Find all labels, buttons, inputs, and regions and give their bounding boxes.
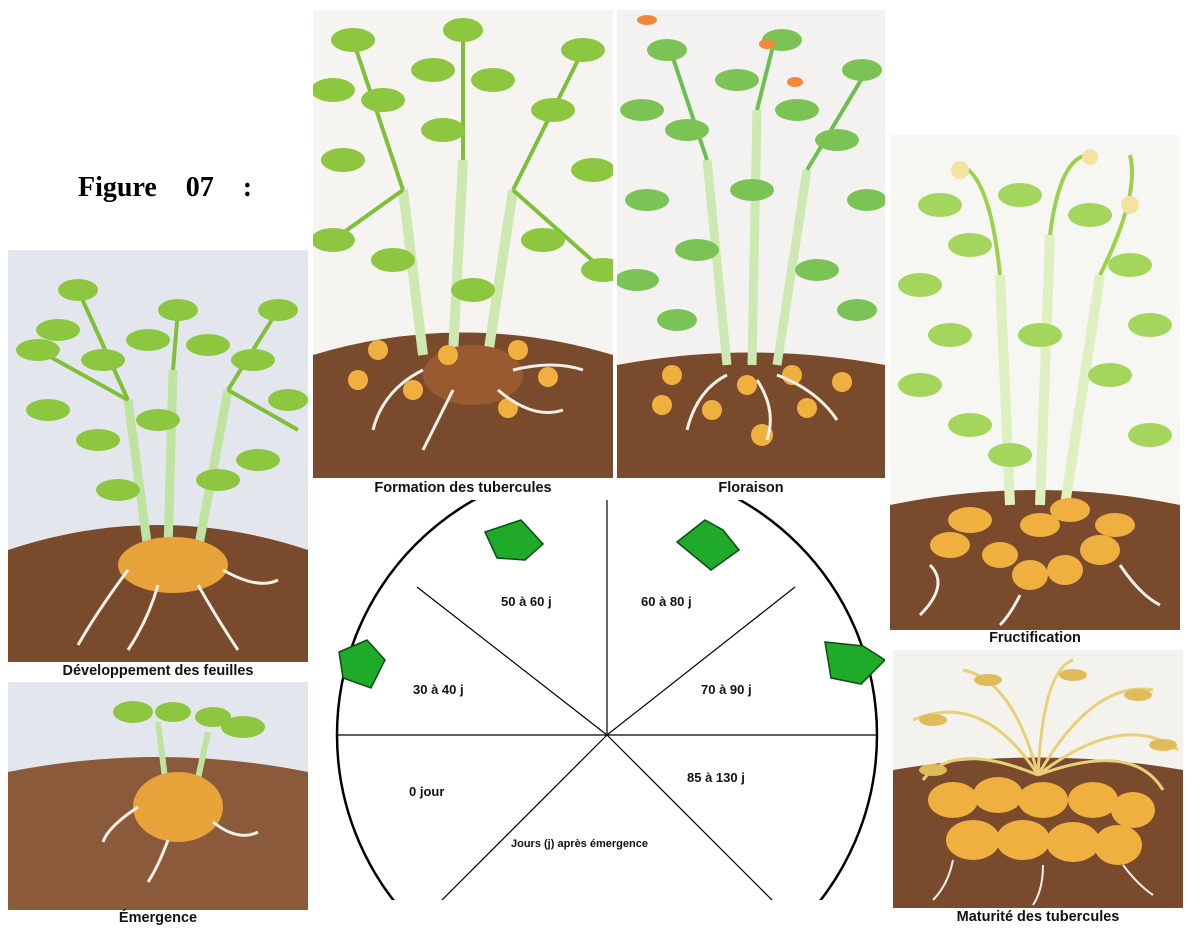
tuber-maturity-illustration	[893, 650, 1183, 908]
wheel-divider-bottom-right	[607, 735, 798, 900]
cycle-arrow-1	[339, 640, 385, 688]
wheel-divider-upper-right	[607, 587, 795, 735]
caption-leaf-development: Développement des feuilles	[8, 663, 308, 679]
caption-emergence: Émergence	[8, 910, 308, 926]
figure-label: Figure 07 :	[78, 172, 252, 204]
cycle-axis-label: Jours (j) après émergence	[511, 838, 648, 850]
panel-fruiting	[890, 135, 1180, 630]
caption-tuber-formation: Formation des tubercules	[313, 480, 613, 496]
flowering-illustration	[617, 10, 885, 478]
segment-label-1: 30 à 40 j	[413, 682, 464, 697]
growth-cycle-wheel: 0 jour 30 à 40 j 50 à 60 j 60 à 80 j 70 …	[325, 500, 885, 900]
segment-label-4: 70 à 90 j	[701, 682, 752, 697]
wheel-divider-bottom-left	[416, 735, 607, 900]
panel-flowering	[617, 10, 885, 478]
emergence-illustration	[8, 682, 308, 910]
panel-tuber-maturity	[893, 650, 1183, 908]
cycle-arrow-2	[485, 520, 543, 560]
panel-leaf-development	[8, 250, 308, 662]
caption-fruiting: Fructification	[890, 630, 1180, 646]
tuber-formation-illustration	[313, 10, 613, 478]
cycle-arrow-4	[825, 642, 885, 684]
fruiting-illustration	[890, 135, 1180, 630]
segment-label-0: 0 jour	[409, 784, 444, 799]
cycle-arrow-3	[677, 520, 739, 570]
caption-tuber-maturity: Maturité des tubercules	[893, 909, 1183, 925]
caption-flowering: Floraison	[617, 480, 885, 496]
panel-emergence	[8, 682, 308, 910]
segment-label-5: 85 à 130 j	[687, 770, 745, 785]
segment-label-3: 60 à 80 j	[641, 594, 692, 609]
wheel-divider-upper-left	[417, 587, 607, 735]
panel-tuber-formation	[313, 10, 613, 478]
leaf-development-illustration	[8, 250, 308, 662]
segment-label-2: 50 à 60 j	[501, 594, 552, 609]
